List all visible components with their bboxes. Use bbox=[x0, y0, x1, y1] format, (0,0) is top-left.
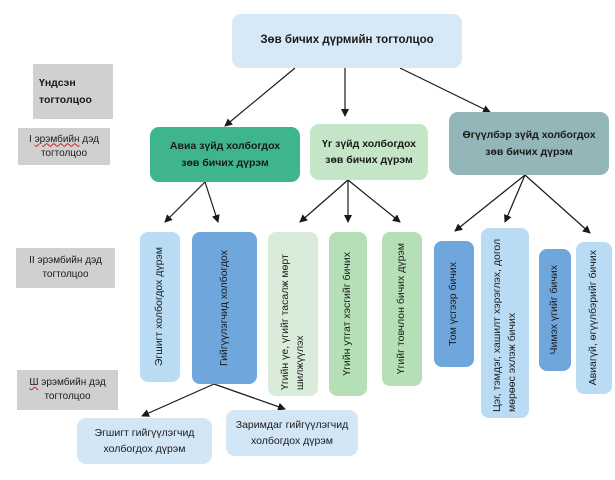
l2-vowel-rules: Эгшигт холбогдох дүрэм bbox=[140, 232, 180, 382]
arrow-cat3-to-l2g bbox=[504, 174, 526, 223]
l2-syllable-hyphenation: Үгийн үе, үгийг тасалж мөрт шилжүүлэх bbox=[268, 232, 318, 396]
l2-punctuation: Цэг, тэмдэг, хашилт хэрэглэх, догол мөрө… bbox=[481, 228, 529, 418]
level-label-2: II эрэмбийн дэд тогтолцоо bbox=[16, 248, 115, 288]
l2-ornament-words: Чимэх үгийг бичих bbox=[539, 249, 571, 371]
arrow-cat3-to-l2h bbox=[524, 174, 591, 234]
arrow-cat2-to-l2c bbox=[299, 179, 349, 223]
arrow-cat1-to-l2b bbox=[204, 181, 220, 223]
root-label: Зөв бичих дүрмийн тогтолцоо bbox=[260, 34, 434, 47]
arrow-l2b-to-l3b bbox=[213, 383, 286, 411]
arrow-cat2-to-l2e bbox=[347, 179, 401, 223]
level-label-1: I эрэмбийн дэд тогтолцоо bbox=[18, 128, 110, 165]
arrow-root-to-cat1 bbox=[224, 67, 296, 127]
category-syntax: Өгүүлбэр зүйд холбогдох зөв бичих дүрэм bbox=[449, 112, 609, 175]
arrow-cat1-to-l2a bbox=[164, 181, 206, 223]
l2-capitalization: Том үсгээр бичих bbox=[434, 241, 474, 367]
l2-abbreviation-rules: Үгийг товчлон бичих дүрэм bbox=[382, 232, 422, 386]
l3-semi-consonant-rules: Заримдаг гийгүүлэгчид холбогдох дүрэм bbox=[226, 410, 358, 456]
arrow-root-to-cat3 bbox=[399, 67, 491, 113]
category-morphology: Үг зүйд холбогдох зөв бичих дүрэм bbox=[310, 124, 428, 180]
level-label-basic: Үндсэн тогтолцоо bbox=[33, 64, 113, 119]
level-label-3: Ш эрэмбийн дэд тогтолцоо bbox=[17, 370, 118, 410]
l2-consonant-rules: Гийгүүлэгчид холбогдох bbox=[192, 232, 257, 384]
category-phonetics: Авиа зүйд холбогдох зөв бичих дүрэм bbox=[150, 127, 300, 182]
l3-vowel-consonant-rules: Эгшигт гийгүүлэгчид холбогдох дүрэм bbox=[77, 418, 212, 464]
arrow-l2b-to-l3a bbox=[141, 383, 215, 417]
root-node: Зөв бичих дүрмийн тогтолцоо bbox=[232, 14, 462, 68]
l2-sentence-writing: Авиагүй, өгүүлбэрийг бичих bbox=[576, 242, 612, 394]
l2-morpheme-writing: Үгийн утгат хэсгийг бичих bbox=[329, 232, 367, 396]
arrow-cat3-to-l2f bbox=[454, 174, 526, 232]
